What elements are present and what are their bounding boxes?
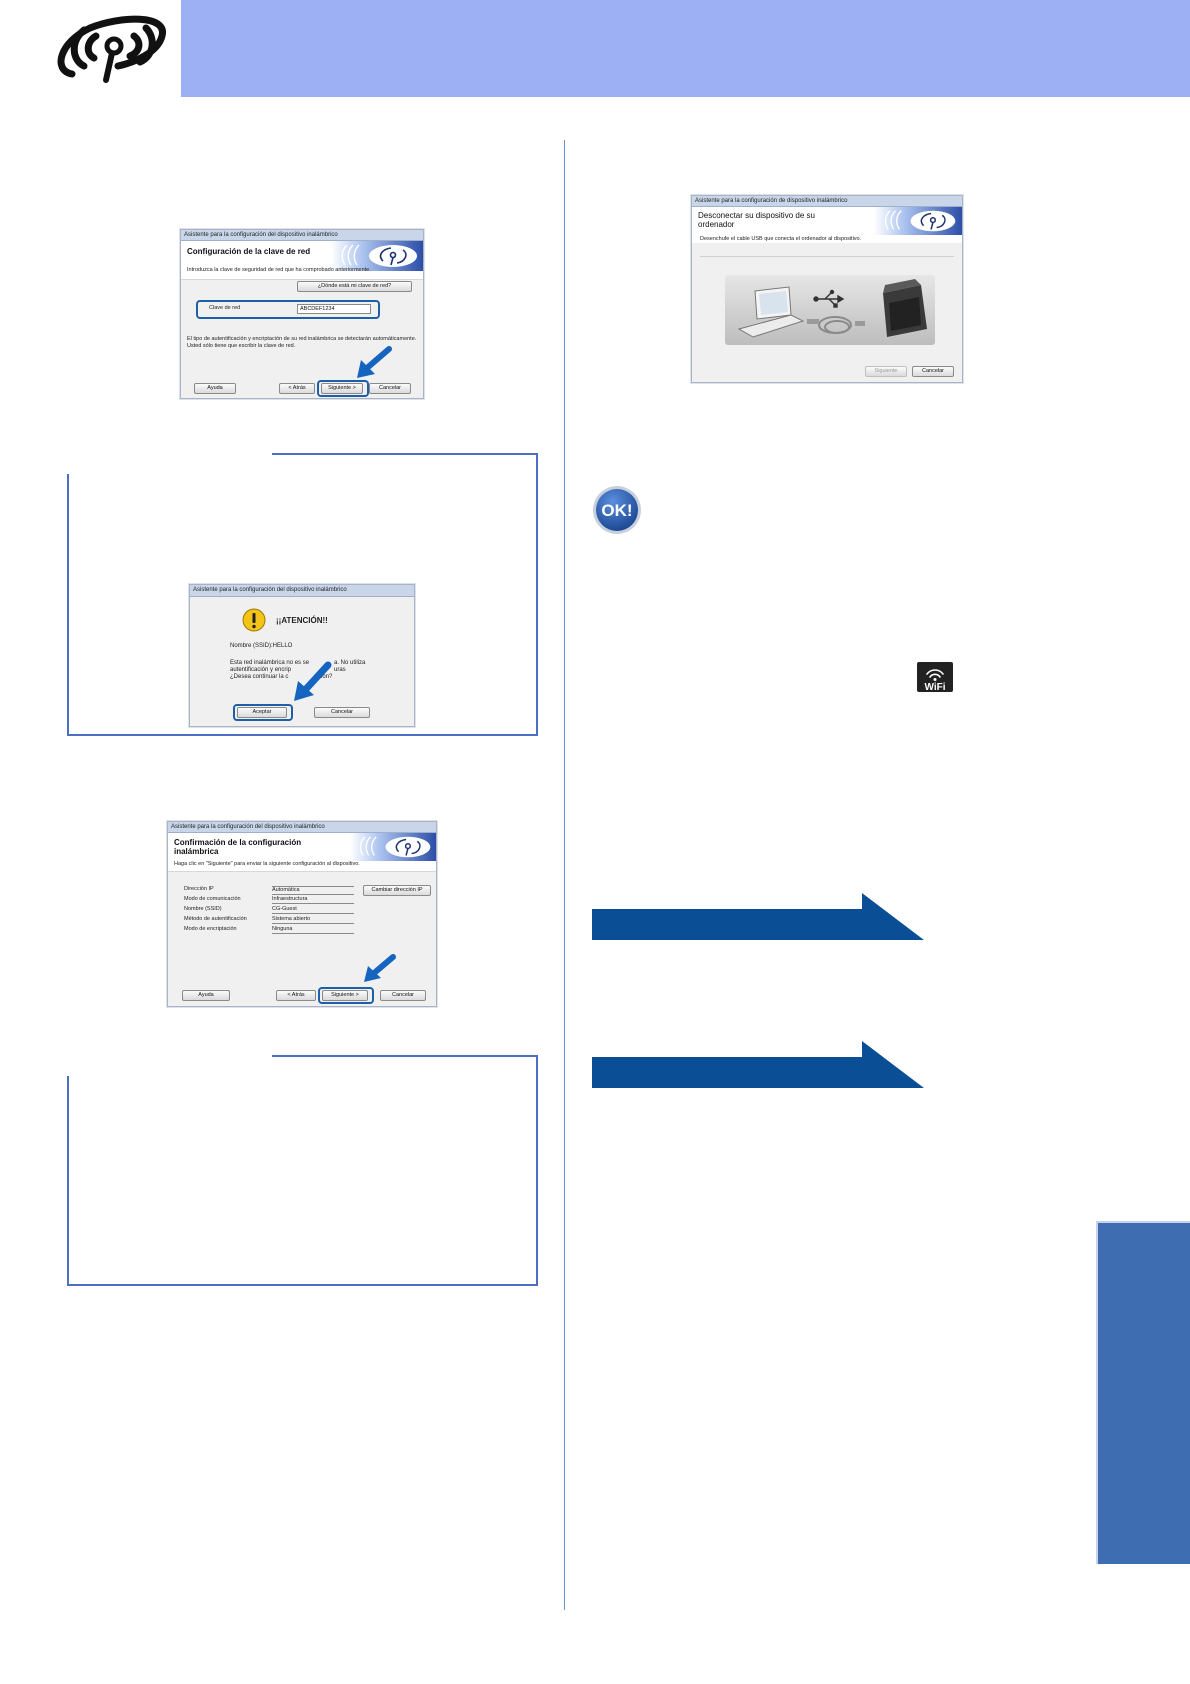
setting-value: Automática <box>272 886 354 895</box>
note-box-tab-gap <box>66 1054 272 1058</box>
back-button[interactable]: < Atrás <box>279 383 315 394</box>
dialog-heading: Configuración de la clave de red <box>187 247 311 256</box>
setting-value: Sistema abierto <box>272 916 354 924</box>
header-logo-area <box>0 0 181 97</box>
wifi-badge-text: WiFi <box>924 682 945 692</box>
change-ip-button[interactable]: Cambiar dirección IP <box>363 885 431 896</box>
window-title: Asistente para la configuración del disp… <box>190 585 414 597</box>
next-button[interactable]: Siguiente > <box>321 383 363 394</box>
setting-label: Dirección IP <box>184 886 214 892</box>
ok-badge-icon: OK! <box>593 486 641 534</box>
warning-msg-line3-end: ción? <box>318 674 333 680</box>
next-button-highlight <box>318 987 374 1004</box>
side-language-tab <box>1096 1221 1190 1564</box>
setting-value: Infraestructura <box>272 896 354 904</box>
wireless-antenna-icon <box>341 244 417 267</box>
network-key-label: Clave de red <box>209 305 241 311</box>
where-key-button[interactable]: ¿Dónde está mi clave de red? <box>297 281 412 292</box>
warning-dialog: Asistente para la configuración del disp… <box>189 584 415 727</box>
ok-badge-text: OK! <box>601 501 632 520</box>
cancel-button[interactable]: Cancelar <box>369 383 411 394</box>
help-button[interactable]: Ayuda <box>182 990 230 1001</box>
ssid-line: Nombre (SSID):HELLO <box>230 643 293 649</box>
dialog-header: Desconectar su dispositivo de su ordenad… <box>692 207 962 243</box>
instruction-text: Haga clic en "Siguiente" para enviar la … <box>174 861 360 867</box>
confirm-settings-dialog: Asistente para la configuración del disp… <box>167 821 437 1007</box>
accept-button-highlight <box>233 704 293 721</box>
setting-label: Modo de comunicación <box>184 896 241 902</box>
dialog-heading-line1: Desconectar su dispositivo de su <box>698 211 815 220</box>
pointer-arrow-icon <box>364 954 396 982</box>
separator-line <box>700 256 954 257</box>
wireless-antenna-icon <box>359 836 431 858</box>
warning-msg-line2: autentificación y encrip <box>230 667 292 673</box>
warning-heading: ¡¡ATENCIÓN!! <box>276 616 328 625</box>
warning-msg-line1: Esta red inalámbrica no es se <box>230 660 310 666</box>
usb-disconnect-illustration <box>725 275 935 345</box>
next-button[interactable]: Siguiente > <box>322 990 368 1001</box>
back-button[interactable]: < Atrás <box>276 990 316 1001</box>
dialog-header: Configuración de la clave de red <box>181 241 423 280</box>
next-button[interactable]: Siguiente <box>865 366 907 377</box>
instruction-text: Desenchufe el cable USB que conecta el o… <box>700 236 862 243</box>
brand-banner <box>874 207 962 235</box>
note-box-tab-gap <box>66 452 272 456</box>
dialog-heading: Desconectar su dispositivo de su ordenad… <box>698 211 848 229</box>
network-key-highlight <box>196 300 380 319</box>
warning-msg-line3: ¿Desea continuar la c <box>230 674 289 680</box>
network-key-input[interactable]: ABCDEF1234 <box>297 304 371 314</box>
note-box-warning <box>67 453 538 736</box>
brand-banner <box>350 833 436 861</box>
dialog-heading: Confirmación de la configuración inalámb… <box>174 838 324 856</box>
dialog-heading-line2: ordenador <box>698 220 735 229</box>
next-step-arrow-1 <box>592 893 924 940</box>
wireless-antenna-icon <box>884 210 956 232</box>
cancel-button[interactable]: Cancelar <box>380 990 426 1001</box>
next-button-highlight <box>317 380 369 397</box>
disconnect-usb-dialog: Asistente para la configuración de dispo… <box>691 195 963 383</box>
warning-msg-line2-end: uras <box>334 667 346 673</box>
dialog-heading-line1: Confirmación de la configuración <box>174 838 302 847</box>
accept-button[interactable]: Aceptar <box>237 707 287 718</box>
next-step-arrow-2 <box>592 1041 924 1088</box>
setting-label: Método de autentificación <box>184 916 247 922</box>
pointer-arrow-icon <box>294 661 332 701</box>
wifi-icon: WiFi <box>917 662 953 692</box>
window-title: Asistente para la configuración del disp… <box>168 822 436 833</box>
instruction-text: Introduzca la clave de seguridad de red … <box>187 267 371 273</box>
warning-icon <box>242 608 266 632</box>
wireless-antenna-icon <box>57 15 166 83</box>
warning-msg-line1-end: a. No utiliza <box>334 660 366 666</box>
note-box-tab-gap-side <box>66 452 70 474</box>
cancel-button[interactable]: Cancelar <box>912 366 954 377</box>
pointer-arrow-icon <box>357 346 392 378</box>
dialog-header: Confirmación de la configuración inalámb… <box>168 833 436 872</box>
setting-label: Nombre (SSID) <box>184 906 222 912</box>
note-box-info <box>67 1055 538 1286</box>
cancel-button[interactable]: Cancelar <box>314 707 370 718</box>
window-title: Asistente para la configuración de dispo… <box>692 196 962 207</box>
column-divider <box>564 140 565 1610</box>
network-key-dialog: Asistente para la configuración del disp… <box>180 229 424 399</box>
help-button[interactable]: Ayuda <box>194 383 236 394</box>
brand-banner <box>331 241 423 271</box>
setting-value: CG-Guest <box>272 906 354 914</box>
setting-label: Modo de encriptación <box>184 926 237 932</box>
detect-note-line1: El tipo de autentificación y encriptació… <box>187 336 417 342</box>
window-title: Asistente para la configuración del disp… <box>181 230 423 241</box>
note-box-tab-gap-side <box>66 1054 70 1076</box>
header-band <box>181 0 1190 97</box>
detect-note-line2: Usted sólo tiene que escribir la clave d… <box>187 343 296 349</box>
setting-value: Ninguna <box>272 926 354 934</box>
dialog-heading-line2: inalámbrica <box>174 847 219 856</box>
